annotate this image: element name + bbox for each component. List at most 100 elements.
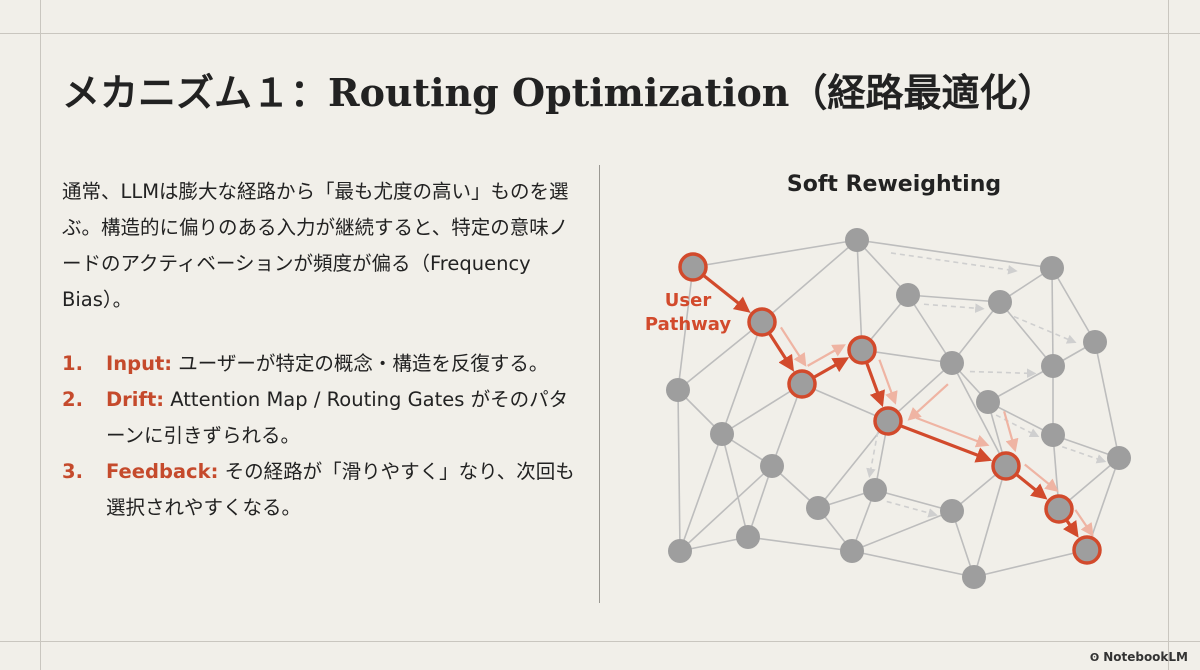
user-pathway-edge bbox=[1063, 519, 1079, 538]
step-number: 3. bbox=[62, 460, 83, 483]
network-node bbox=[1040, 256, 1064, 280]
network-node bbox=[760, 454, 784, 478]
network-node bbox=[1107, 446, 1131, 470]
user-pathway-edge bbox=[900, 424, 993, 463]
dashed-edge-layer bbox=[866, 252, 1107, 518]
network-edge bbox=[1051, 267, 1096, 343]
network-node bbox=[1041, 354, 1065, 378]
slide-title: メカニズム１：Routing Optimization（経路最適化） bbox=[62, 70, 1056, 115]
network-edge bbox=[679, 465, 773, 552]
pathway-node bbox=[678, 252, 708, 282]
dashed-edge bbox=[1013, 315, 1077, 344]
pathway-node bbox=[747, 307, 777, 337]
network-edge bbox=[1051, 267, 1054, 367]
user-pathway-layer bbox=[702, 274, 1079, 538]
node-layer bbox=[666, 228, 1131, 589]
network-edge bbox=[987, 365, 1054, 403]
column-divider bbox=[599, 165, 600, 603]
network-edge bbox=[801, 383, 889, 422]
faded-pathway-edge bbox=[807, 344, 846, 367]
network-edge bbox=[907, 294, 953, 364]
network-edge bbox=[951, 301, 1001, 364]
dashed-edge bbox=[886, 500, 938, 518]
network-edge bbox=[721, 433, 749, 538]
notebooklm-logo-icon: ʘ bbox=[1089, 650, 1100, 664]
guide-line-left bbox=[40, 0, 41, 670]
step-text: Attention Map / Routing Gates がそのパターンに引き… bbox=[106, 388, 569, 447]
network-edge bbox=[677, 389, 681, 552]
pathway-label-user: User bbox=[665, 290, 712, 311]
guide-line-right bbox=[1168, 0, 1169, 670]
faded-pathway-edge bbox=[1074, 509, 1094, 537]
network-node bbox=[1041, 423, 1065, 447]
faded-pathway-edge bbox=[779, 326, 807, 367]
guide-line-bottom bbox=[0, 641, 1200, 642]
network-edge bbox=[874, 489, 953, 512]
faded-pathway-edge bbox=[1003, 410, 1019, 453]
network-node bbox=[845, 228, 869, 252]
network-edge bbox=[747, 465, 773, 538]
step-item: 3. Feedback: その経路が「滑りやすく」なり、次回も選択されやすくなる… bbox=[62, 454, 582, 526]
network-edge bbox=[856, 239, 863, 351]
network-edge bbox=[721, 321, 763, 435]
network-edge bbox=[851, 550, 975, 578]
user-pathway-edge bbox=[702, 274, 751, 313]
intro-paragraph: 通常、LLMは膨大な経路から「最も尤度の高い」ものを選ぶ。構造的に偏りのある入力… bbox=[62, 180, 569, 311]
network-edge bbox=[987, 401, 1054, 436]
step-text: その経路が「滑りやすく」なり、次回も選択されやすくなる。 bbox=[106, 460, 575, 519]
step-number: 1. bbox=[62, 352, 83, 375]
network-edge bbox=[679, 433, 723, 552]
brand-name: NotebookLM bbox=[1103, 650, 1188, 664]
network-edge bbox=[907, 294, 1001, 303]
dashed-edge bbox=[866, 431, 879, 478]
user-pathway-edge bbox=[865, 362, 885, 408]
network-node bbox=[896, 283, 920, 307]
user-pathway-edge bbox=[1015, 473, 1048, 500]
network-node bbox=[940, 351, 964, 375]
network-edge bbox=[677, 266, 694, 391]
network-edge bbox=[692, 239, 858, 268]
dashed-edge bbox=[890, 252, 1018, 275]
network-node bbox=[962, 565, 986, 589]
network-edge bbox=[861, 349, 953, 364]
pathway-node bbox=[1044, 494, 1074, 524]
faded-pathway-layer bbox=[779, 326, 1094, 537]
faded-pathway-edge bbox=[878, 359, 898, 405]
step-number: 2. bbox=[62, 388, 83, 411]
step-item: 2. Drift: Attention Map / Routing Gates … bbox=[62, 382, 582, 454]
network-edge bbox=[856, 239, 1053, 269]
network-edge bbox=[851, 510, 953, 552]
network-node bbox=[940, 499, 964, 523]
faded-pathway-edge bbox=[915, 416, 990, 448]
faded-pathway-edge bbox=[907, 383, 949, 421]
user-pathway-edge bbox=[813, 357, 850, 379]
step-key: Drift: bbox=[106, 388, 165, 411]
faded-pathway-edge bbox=[1024, 463, 1059, 492]
step-text: ユーザーが特定の概念・構造を反復する。 bbox=[172, 352, 549, 375]
user-pathway-edge bbox=[768, 332, 794, 372]
network-node bbox=[988, 290, 1012, 314]
network-edge bbox=[973, 549, 1088, 578]
network-edge bbox=[1094, 341, 1120, 459]
pathway-node bbox=[787, 369, 817, 399]
network-edge bbox=[951, 362, 1007, 467]
step-item: 1. Input: ユーザーが特定の概念・構造を反復する。 bbox=[62, 346, 582, 382]
network-node bbox=[710, 422, 734, 446]
network-edge bbox=[747, 536, 853, 552]
network-edge bbox=[856, 239, 909, 296]
network-edge bbox=[721, 383, 803, 435]
pathway-node bbox=[991, 451, 1021, 481]
dashed-edge bbox=[923, 303, 985, 313]
network-node bbox=[736, 525, 760, 549]
network-node bbox=[863, 478, 887, 502]
network-node bbox=[1083, 330, 1107, 354]
network-edge bbox=[973, 465, 1007, 578]
pathway-node bbox=[847, 335, 877, 365]
step-key: Input: bbox=[106, 352, 173, 375]
diagram-title: Soft Reweighting bbox=[786, 172, 1002, 197]
network-node bbox=[668, 539, 692, 563]
network-node bbox=[666, 378, 690, 402]
network-node bbox=[806, 496, 830, 520]
pathway-node bbox=[1072, 535, 1102, 565]
